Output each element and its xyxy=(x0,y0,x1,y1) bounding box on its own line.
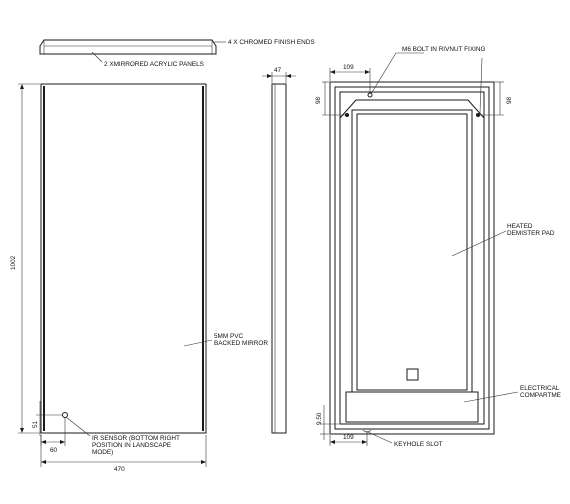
keyhole-label: KEYHOLE SLOT xyxy=(394,441,443,448)
electrical-label-1: ELECTRICAL xyxy=(520,385,560,392)
ir-sensor-leader xyxy=(65,416,91,437)
demister-label-1: HEATED xyxy=(507,223,533,230)
bottom-offset-dimension xyxy=(329,431,368,446)
electrical-leader xyxy=(463,391,519,403)
sensor-y-dimension xyxy=(36,401,62,436)
top-drop-left-label: 98 xyxy=(315,96,322,104)
rear-view-frame xyxy=(329,81,495,435)
front-view-mirror xyxy=(40,83,207,434)
height-dimension xyxy=(18,83,40,434)
width-dimension xyxy=(40,435,207,467)
chromed-ends-label: 4 X CHROMED FINISH ENDS xyxy=(228,39,315,46)
mirror-leader xyxy=(183,339,213,347)
sensor-window-icon xyxy=(406,368,419,381)
sensor-y-label: 51 xyxy=(32,420,39,428)
fixing-bolt-right-icon xyxy=(476,113,480,117)
bottom-offset-label: 109 xyxy=(343,434,354,441)
mirror-label-1: 5MM PVC xyxy=(214,333,244,340)
ir-sensor-label-1: IR SENSOR (BOTTOM RIGHT xyxy=(92,435,180,442)
chromed-end-part xyxy=(39,39,217,55)
demister-leader xyxy=(451,230,507,257)
top-drop-right-dimension xyxy=(480,81,504,116)
depth-label: 47 xyxy=(274,67,282,74)
m6-bolt-leader-top xyxy=(370,52,424,95)
bottom-height-dimension xyxy=(320,405,339,440)
acrylic-panels-label: 2 XMIRRORED ACRYLIC PANELS xyxy=(104,61,204,68)
ir-sensor-label-3: MODE) xyxy=(92,449,113,456)
ir-sensor-icon xyxy=(62,412,68,418)
electrical-label-2: COMPARTME xyxy=(520,392,561,399)
bottom-height-label: 9.50 xyxy=(316,412,323,425)
top-drop-left-dimension xyxy=(322,81,346,116)
top-drop-right-label: 98 xyxy=(506,96,513,104)
depth-dimension xyxy=(262,72,296,83)
keyhole-leader xyxy=(367,431,393,444)
demister-label-2: DEMISTER PAD xyxy=(507,230,555,237)
mirror-label-2: BACKED MIRROR xyxy=(214,340,268,347)
acrylic-panels-leader xyxy=(91,51,103,63)
ir-sensor-label-2: POSITION IN LANDSCAPE xyxy=(92,442,171,449)
top-offset-label: 109 xyxy=(343,64,354,71)
top-offset-dimension xyxy=(329,68,371,93)
height-dimension-label: 1002 xyxy=(10,255,17,270)
side-view xyxy=(271,83,287,434)
fixing-bolt-left-icon xyxy=(345,113,349,117)
m6-bolt-label: M6 BOLT IN RIVNUT FIXING xyxy=(402,46,485,53)
m6-bolt-leader-right xyxy=(479,57,483,114)
width-label: 470 xyxy=(114,466,125,473)
sensor-x-label: 60 xyxy=(50,447,58,454)
